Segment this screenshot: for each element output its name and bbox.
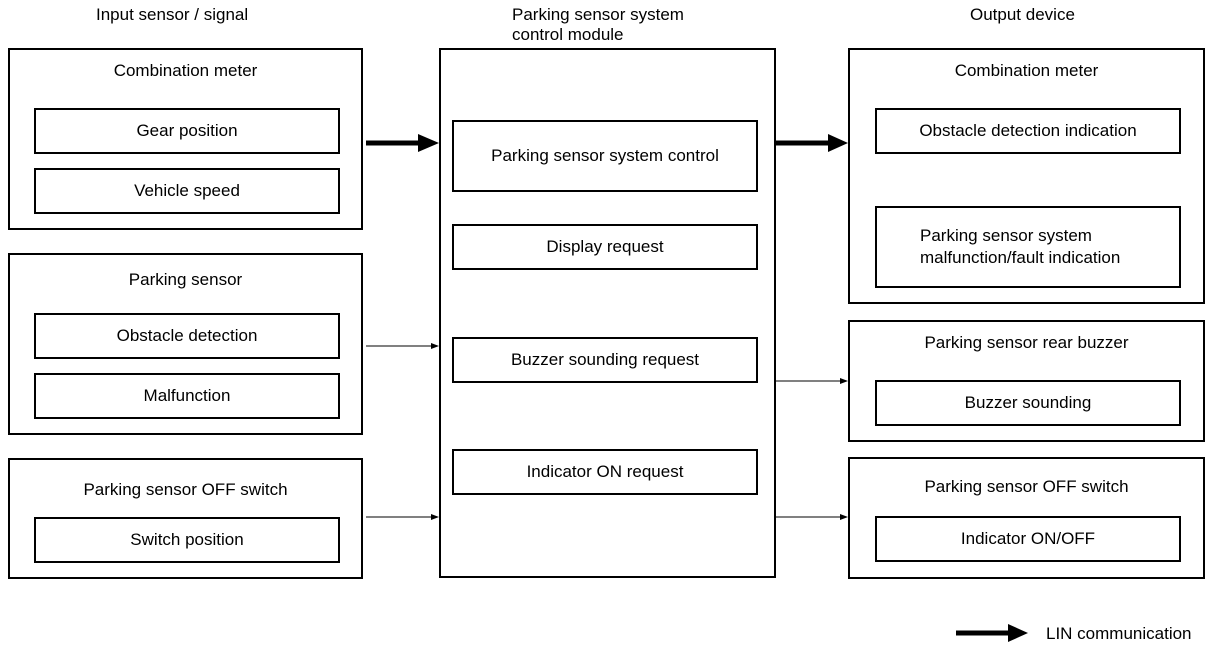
indicator-on-request-label: Indicator ON request: [526, 462, 684, 481]
control-module-header-line1: Parking sensor system: [512, 5, 684, 24]
indicator-on-off-label: Indicator ON/OFF: [960, 529, 1096, 548]
malfunction-indication-text: Parking sensor system malfunction/fault …: [920, 225, 1120, 269]
control-module-header-line2: control module: [512, 25, 624, 44]
buzzer-sounding-request-box: Buzzer sounding request: [452, 337, 758, 383]
malfunction-indication-line2: malfunction/fault indication: [920, 248, 1121, 267]
switch-position-label: Switch position: [130, 530, 244, 549]
indicator-on-off-box: Indicator ON/OFF: [875, 516, 1181, 562]
signal-arrow-off-switch: [366, 514, 439, 520]
signal-arrow-parking-sensor: [366, 343, 439, 349]
input-combination-meter-box: Combination meter Gear position Vehicle …: [8, 48, 363, 230]
obstacle-detection-indication-label: Obstacle detection indication: [919, 121, 1137, 140]
control-module-header: Parking sensor system control module: [512, 5, 684, 45]
obstacle-detection-indication-box: Obstacle detection indication: [875, 108, 1181, 154]
input-off-switch-box: Parking sensor OFF switch Switch positio…: [8, 458, 363, 579]
obstacle-detection-label: Obstacle detection: [116, 326, 258, 345]
gear-position-label: Gear position: [136, 121, 238, 140]
malfunction-label: Malfunction: [143, 386, 231, 405]
output-off-switch-box: Parking sensor OFF switch Indicator ON/O…: [848, 457, 1205, 579]
system-control-label: Parking sensor system control: [491, 146, 719, 165]
output-rear-buzzer-title: Parking sensor rear buzzer: [924, 333, 1129, 352]
legend-lin-arrow: [956, 624, 1028, 642]
signal-arrow-indicator: [776, 514, 848, 520]
lin-arrow-input: [366, 134, 439, 152]
lin-arrow-output: [776, 134, 848, 152]
input-off-switch-title: Parking sensor OFF switch: [83, 480, 288, 499]
buzzer-sounding-box: Buzzer sounding: [875, 380, 1181, 426]
input-parking-sensor-box: Parking sensor Obstacle detection Malfun…: [8, 253, 363, 435]
output-rear-buzzer-box: Parking sensor rear buzzer Buzzer soundi…: [848, 320, 1205, 442]
malfunction-indication-box: Parking sensor system malfunction/fault …: [875, 206, 1181, 288]
buzzer-sounding-label: Buzzer sounding: [964, 393, 1092, 412]
input-combination-meter-title: Combination meter: [113, 61, 258, 80]
control-module-box: Parking sensor system control Display re…: [439, 48, 776, 578]
display-request-label: Display request: [546, 237, 664, 256]
buzzer-sounding-request-label: Buzzer sounding request: [510, 350, 700, 369]
indicator-on-request-box: Indicator ON request: [452, 449, 758, 495]
signal-arrow-rear-buzzer: [776, 378, 848, 384]
gear-position-box: Gear position: [34, 108, 340, 154]
output-column-header: Output device: [970, 5, 1075, 24]
switch-position-box: Switch position: [34, 517, 340, 563]
vehicle-speed-label: Vehicle speed: [134, 181, 240, 200]
output-off-switch-title: Parking sensor OFF switch: [924, 477, 1129, 496]
input-parking-sensor-title: Parking sensor: [128, 270, 243, 289]
malfunction-indication-line1: Parking sensor system: [920, 226, 1092, 245]
vehicle-speed-box: Vehicle speed: [34, 168, 340, 214]
input-column-header: Input sensor / signal: [96, 5, 249, 24]
obstacle-detection-box: Obstacle detection: [34, 313, 340, 359]
display-request-box: Display request: [452, 224, 758, 270]
system-control-box: Parking sensor system control: [452, 120, 758, 192]
output-combination-meter-box: Combination meter Obstacle detection ind…: [848, 48, 1205, 304]
legend-lin-label: LIN communication: [1046, 624, 1192, 643]
malfunction-box: Malfunction: [34, 373, 340, 419]
output-combination-meter-title: Combination meter: [954, 61, 1099, 80]
